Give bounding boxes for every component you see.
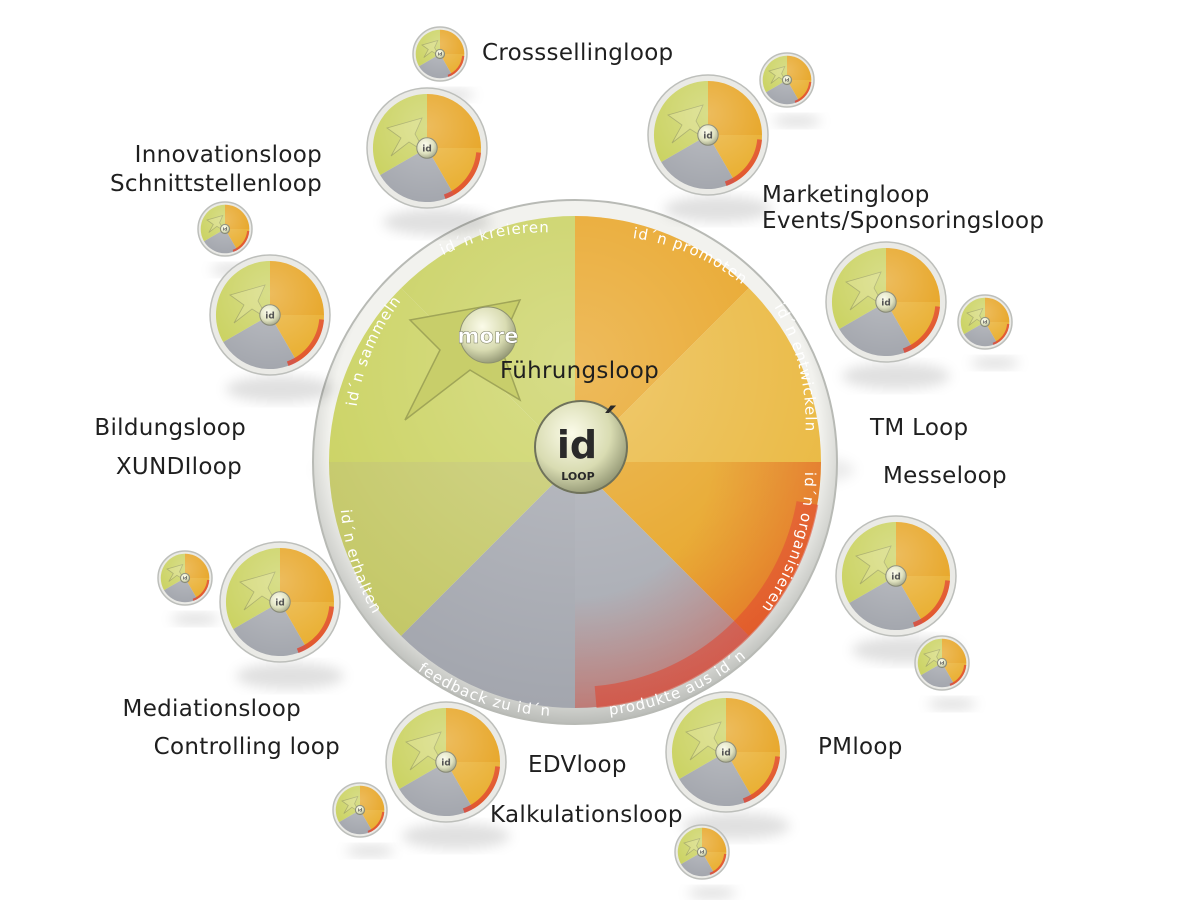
hub-logo-sub: LOOP xyxy=(561,470,594,483)
satellite-badge: id xyxy=(157,550,220,625)
label-innovation: Innovationsloop xyxy=(134,142,322,168)
label-kalkulation: Kalkulationsloop xyxy=(490,802,683,828)
center-hub: id ´ LOOP xyxy=(534,400,628,494)
hub-logo-text: id xyxy=(557,423,597,467)
label-crossselling: Crosssellingloop xyxy=(482,40,674,66)
satellite-badge: id xyxy=(219,541,344,690)
label-messe: Messeloop xyxy=(883,463,1007,489)
satellite-badge: id xyxy=(825,241,950,390)
hub-logo-mark: ´ xyxy=(598,402,618,448)
label-edv: EDVloop xyxy=(528,752,627,778)
satellite-badges: idididididididididididididididid xyxy=(157,26,1020,899)
satellite-badge: id xyxy=(209,254,334,403)
label-pm: PMloop xyxy=(818,734,903,760)
label-bildung: Bildungsloop xyxy=(94,415,246,441)
satellite-badge: id xyxy=(759,52,822,127)
label-fuehrungsloop: Führungsloop xyxy=(500,358,660,384)
label-tm: TM Loop xyxy=(870,415,969,441)
more-logo-text: more xyxy=(458,324,519,348)
label-controlling: Controlling loop xyxy=(153,734,340,760)
satellite-badge: id xyxy=(914,635,977,710)
satellite-badge: id xyxy=(412,26,475,101)
label-events: Events/Sponsoringsloop xyxy=(762,208,1045,234)
more-star-logo: more xyxy=(404,299,522,421)
satellite-badge: id xyxy=(674,824,737,899)
label-marketing: Marketingloop xyxy=(762,182,930,208)
satellite-badge: id xyxy=(366,87,491,236)
satellite-badge: id xyxy=(385,701,510,850)
satellite-badge: id xyxy=(665,691,790,840)
label-schnittstellen: Schnittstellenloop xyxy=(109,171,322,197)
label-mediation: Mediationsloop xyxy=(122,696,301,722)
label-xundi: XUNDIloop xyxy=(115,454,242,480)
satellite-badge: id xyxy=(332,782,395,857)
satellite-badge: id xyxy=(957,294,1020,369)
satellite-badge: id xyxy=(647,74,772,223)
